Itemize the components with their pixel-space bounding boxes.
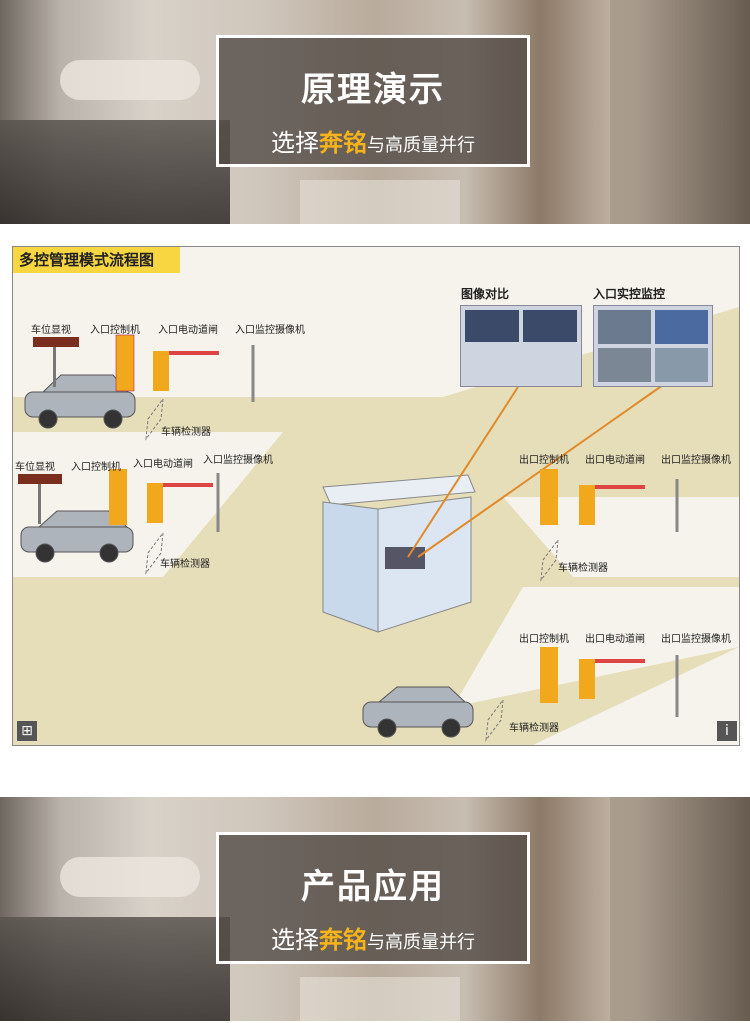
label-exit-camera-2: 出口监控摄像机 xyxy=(661,634,731,645)
banner-title-box: 原理演示 选择奔铭与高质量并行 xyxy=(216,35,530,167)
detector-loop-1 xyxy=(145,397,164,441)
banner-bottom: 产品应用 选择奔铭与高质量并行 xyxy=(0,797,750,1021)
banner-subtitle: 选择奔铭与高质量并行 xyxy=(219,123,527,158)
label-live-monitor: 入口实控监控 xyxy=(593,287,666,301)
label-entry-gate-2: 入口电动道闸 xyxy=(133,459,193,470)
brand-name: 奔铭 xyxy=(319,926,367,954)
banner-subtitle: 选择奔铭与高质量并行 xyxy=(219,920,527,955)
label-display-2: 车位显视 xyxy=(15,462,55,473)
flow-diagram: 多控管理模式流程图 车位显视 入口控制机 入口电动道闸 入口监控摄像机 车辆检测… xyxy=(12,246,740,746)
subtitle-prefix: 选择 xyxy=(271,129,319,157)
gate-arm-1 xyxy=(169,351,219,355)
background-decor xyxy=(60,60,200,100)
entry-controller-1 xyxy=(115,334,135,392)
arrow-line xyxy=(407,386,519,558)
label-image-compare: 图像对比 xyxy=(461,287,510,301)
gate-arm-2 xyxy=(163,483,213,487)
image-compare-monitor xyxy=(460,305,582,387)
label-exit-camera-1: 出口监控摄像机 xyxy=(661,455,731,466)
banner-title: 产品应用 xyxy=(301,867,445,907)
background-decor xyxy=(0,120,230,224)
label-entry-controller-2: 入口控制机 xyxy=(71,462,121,473)
subtitle-suffix: 与高质量并行 xyxy=(367,932,475,953)
exit-gate-2 xyxy=(579,659,595,699)
exit-controller-1 xyxy=(540,469,558,525)
led-display-1 xyxy=(33,337,79,347)
detector-loop-3 xyxy=(540,538,559,582)
banner-top: 原理演示 选择奔铭与高质量并行 xyxy=(0,0,750,224)
label-detector-1: 车辆检测器 xyxy=(161,427,211,438)
detector-loop-4 xyxy=(485,698,504,742)
background-decor xyxy=(610,797,750,1021)
label-detector-2: 车辆检测器 xyxy=(160,559,210,570)
led-display-2 xyxy=(18,474,62,484)
car-icon-3 xyxy=(362,686,474,738)
entry-gate-1 xyxy=(153,351,169,391)
lane-divider xyxy=(503,497,739,577)
info-icon[interactable]: i xyxy=(717,721,737,741)
label-entry-gate-1: 入口电动道闸 xyxy=(158,325,218,336)
background-decor xyxy=(300,180,460,224)
detector-loop-2 xyxy=(145,531,164,575)
banner-title-box: 产品应用 选择奔铭与高质量并行 xyxy=(216,832,530,964)
exit-controller-2 xyxy=(540,647,558,703)
entry-gate-2 xyxy=(147,483,163,523)
background-decor xyxy=(610,0,750,224)
banner-title: 原理演示 xyxy=(301,70,445,110)
background-decor xyxy=(0,917,230,1021)
diagram-title: 多控管理模式流程图 xyxy=(13,247,181,273)
lane-divider xyxy=(453,587,739,707)
label-display-1: 车位显视 xyxy=(31,325,71,336)
live-monitor xyxy=(593,305,713,387)
label-exit-gate-2: 出口电动道闸 xyxy=(585,634,645,645)
gate-arm-3 xyxy=(595,485,645,489)
label-detector-3: 车辆检测器 xyxy=(558,563,608,574)
subtitle-suffix: 与高质量并行 xyxy=(367,135,475,156)
label-exit-controller-2: 出口控制机 xyxy=(519,634,569,645)
diagram-graphics xyxy=(13,307,739,745)
background-decor xyxy=(300,977,460,1021)
booth-monitor xyxy=(385,547,425,569)
label-entry-camera-1: 入口监控摄像机 xyxy=(235,325,305,336)
background-decor xyxy=(60,857,200,897)
car-icon-2 xyxy=(20,510,134,563)
booth-roof xyxy=(322,474,476,506)
label-exit-gate-1: 出口电动道闸 xyxy=(585,455,645,466)
label-detector-4: 车辆检测器 xyxy=(509,723,559,734)
expand-icon[interactable]: ⊞ xyxy=(17,721,37,741)
label-exit-controller-1: 出口控制机 xyxy=(519,455,569,466)
brand-name: 奔铭 xyxy=(319,129,367,157)
entry-controller-2 xyxy=(109,469,127,525)
subtitle-prefix: 选择 xyxy=(271,926,319,954)
label-entry-controller-1: 入口控制机 xyxy=(90,325,140,336)
exit-gate-1 xyxy=(579,485,595,525)
label-entry-camera-2: 入口监控摄像机 xyxy=(203,455,273,466)
booth-left-wall xyxy=(322,501,379,633)
gate-arm-4 xyxy=(595,659,645,663)
